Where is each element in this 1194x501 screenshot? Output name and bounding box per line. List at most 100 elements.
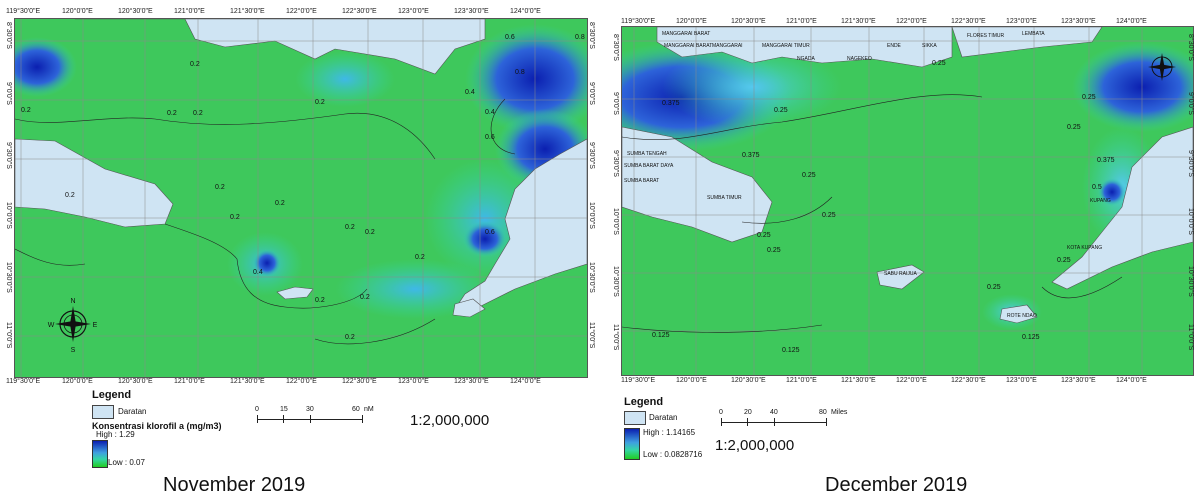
contour-label: 0.25 (822, 212, 836, 219)
high-chlorophyll-zone (465, 24, 587, 134)
place-label: LEMBATA (1022, 31, 1045, 37)
scale-tick-1: 15 (280, 406, 288, 413)
west-letter: W (48, 322, 55, 329)
longitude-label: 124°0'0"E (1116, 377, 1147, 384)
longitude-label: 120°30'0"E (731, 18, 766, 25)
high-chlorophyll-zone (15, 37, 77, 97)
longitude-label: 121°0'0"E (174, 378, 205, 385)
contour-lines (622, 94, 1123, 333)
contour-label: 0.125 (652, 332, 670, 339)
ramp-title: Konsentrasi klorofil a (mg/m3) (92, 421, 222, 431)
contour-label: 0.8 (575, 34, 585, 41)
longitude-label: 121°0'0"E (786, 18, 817, 25)
longitude-label: 122°0'0"E (896, 18, 927, 25)
place-label: MANGGARAI BARAT (664, 43, 712, 49)
place-label: SIKKA (922, 43, 937, 49)
longitude-label: 124°0'0"E (510, 378, 541, 385)
south-letter: S (71, 347, 76, 354)
latitude-label: 10°0'0"S (612, 208, 619, 235)
latitude-label: 9°0'0"S (5, 82, 12, 105)
longitude-label: 119°30'0"E (621, 18, 656, 25)
latitude-label: 8°30'0"S (5, 22, 12, 49)
scale-tick-1: 20 (744, 409, 752, 416)
contour-label: 0.5 (1092, 184, 1102, 191)
contour-label: 0.25 (987, 284, 1001, 291)
scale-tick-3: 60 (352, 406, 360, 413)
latitude-label: 10°0'0"S (588, 202, 595, 229)
contour-label: 0.4 (465, 89, 475, 96)
high-chlorophyll-zone (253, 249, 281, 277)
longitude-label: 122°0'0"E (896, 377, 927, 384)
latitude-label: 9°30'0"S (1187, 150, 1194, 177)
ramp-low-label: Low : 0.0828716 (643, 450, 703, 459)
contour-label: 0.2 (21, 107, 31, 114)
contour-label: 0.6 (485, 229, 495, 236)
contour-label: 0.4 (485, 109, 495, 116)
latitude-label: 9°30'0"S (612, 150, 619, 177)
latitude-label: 10°30'0"S (5, 262, 12, 293)
contour-label: 0.2 (215, 184, 225, 191)
longitude-label: 123°0'0"E (398, 378, 429, 385)
longitude-label: 120°30'0"E (731, 377, 766, 384)
latitude-label: 10°0'0"S (1187, 208, 1194, 235)
latitude-label: 11°0'0"S (588, 322, 595, 349)
contour-label: 0.25 (1067, 124, 1081, 131)
timor-land (454, 138, 587, 310)
flores-land (75, 19, 486, 75)
latitude-label: 9°30'0"S (5, 142, 12, 169)
longitude-label: 123°0'0"E (1006, 18, 1037, 25)
contour-label: 0.25 (802, 172, 816, 179)
latitude-label: 9°0'0"S (588, 82, 595, 105)
map-caption: December 2019 (825, 474, 968, 496)
medium-chlorophyll-zone (295, 51, 395, 107)
latitude-label: 11°0'0"S (612, 324, 619, 351)
contour-label: 0.2 (415, 254, 425, 261)
longitude-label: 121°30'0"E (841, 18, 876, 25)
contour-label: 0.25 (932, 60, 946, 67)
contour-label: 0.2 (275, 200, 285, 207)
longitude-label: 123°30'0"E (1061, 377, 1096, 384)
scale-ratio: 1:2,000,000 (715, 437, 795, 454)
scale-ratio: 1:2,000,000 (410, 412, 490, 429)
longitude-label: 122°30'0"E (342, 8, 377, 15)
high-chlorophyll-zone (463, 221, 507, 257)
longitude-label: 121°0'0"E (786, 377, 817, 384)
latitude-label: 8°30'0"S (1187, 34, 1194, 61)
contour-label: 0.2 (315, 297, 325, 304)
longitude-label: 121°30'0"E (230, 8, 265, 15)
longitude-label: 120°30'0"E (118, 378, 153, 385)
longitude-label: 120°0'0"E (676, 377, 707, 384)
latitude-label: 9°0'0"S (1187, 92, 1194, 115)
longitude-label: 122°0'0"E (286, 8, 317, 15)
rote-land (999, 304, 1038, 324)
longitude-label: 123°0'0"E (1006, 377, 1037, 384)
place-label: NAGEKEO (847, 56, 872, 62)
contour-label: 0.2 (167, 110, 177, 117)
graticule (15, 19, 587, 377)
longitude-label: 123°30'0"E (454, 8, 489, 15)
contour-label: 0.125 (1022, 334, 1040, 341)
longitude-label: 120°0'0"E (676, 18, 707, 25)
contour-label: 0.25 (767, 247, 781, 254)
longitude-label: 122°30'0"E (951, 18, 986, 25)
ramp-high-label: High : 1.14165 (643, 428, 696, 437)
contour-label: 0.2 (230, 214, 240, 221)
scale-bar (721, 418, 827, 426)
longitude-label: 123°30'0"E (1061, 18, 1096, 25)
scale-unit: nM (364, 406, 374, 413)
latitude-label: 9°0'0"S (612, 92, 619, 115)
legend-title: Legend (624, 396, 664, 408)
place-label: MANGGARAI BARAT (662, 31, 710, 37)
land-swatch (92, 405, 114, 419)
place-label: MANGGARAI (712, 43, 743, 49)
latitude-label: 11°0'0"S (5, 322, 12, 349)
contour-label: 0.2 (360, 294, 370, 301)
contour-label: 0.4 (253, 269, 263, 276)
longitude-label: 119°30'0"E (6, 8, 41, 15)
